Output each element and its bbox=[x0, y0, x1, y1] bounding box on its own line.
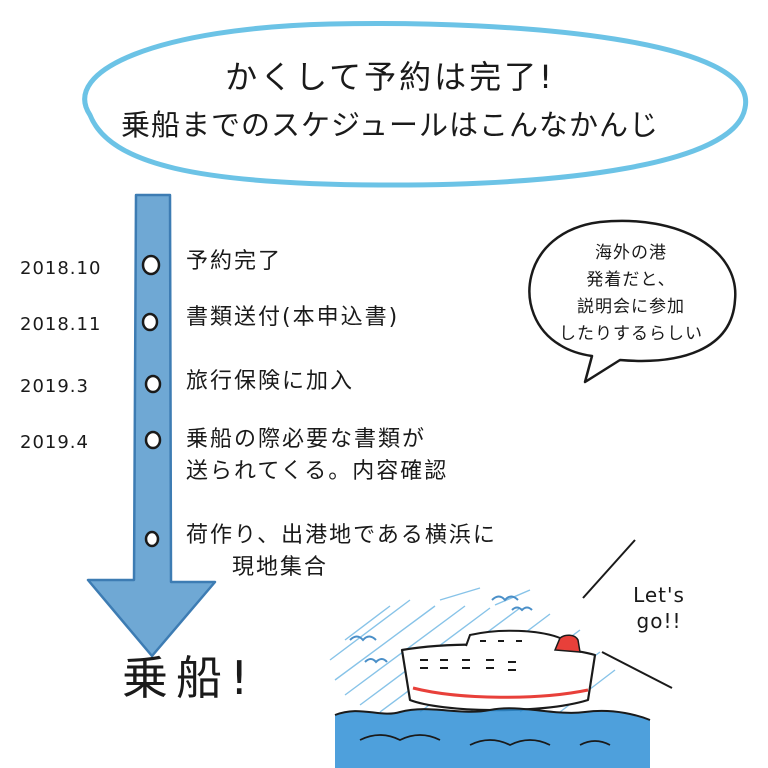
note-line: 説明会に参加 bbox=[546, 294, 716, 321]
timeline-date: 2019.3 bbox=[20, 376, 135, 397]
ship-hull bbox=[402, 645, 595, 711]
note-line: 海外の港 bbox=[546, 240, 716, 267]
timeline-event-text: 書類送付(本申込書) bbox=[186, 302, 399, 334]
timeline-node bbox=[143, 314, 157, 330]
note-bubble-text: 海外の港 発着だと、 説明会に参加 したりするらしい bbox=[546, 240, 716, 348]
timeline-event-text: 荷作り、出港地である横浜に bbox=[186, 520, 497, 552]
timeline-event-text: 送られてくる。内容確認 bbox=[186, 456, 448, 488]
boarding-label: 乗船! bbox=[122, 642, 256, 708]
ship-caption: Let's go!! bbox=[614, 582, 704, 634]
note-line: したりするらしい bbox=[546, 321, 716, 348]
seagull-icon bbox=[492, 597, 518, 601]
seagull-icon bbox=[350, 637, 376, 641]
sea-waves bbox=[335, 708, 650, 768]
timeline-event: 予約完了 bbox=[186, 246, 282, 278]
ship-caption-line: Let's bbox=[614, 582, 704, 608]
timeline-event-text: 乗船の際必要な書類が bbox=[186, 424, 448, 456]
timeline-node bbox=[146, 376, 160, 392]
title-line-1: かくして予約は完了! bbox=[60, 52, 720, 98]
timeline-date: 2018.11 bbox=[20, 314, 135, 335]
ship-caption-line: go!! bbox=[614, 608, 704, 634]
timeline-event-text: 予約完了 bbox=[186, 246, 282, 278]
timeline-event-text: 旅行保険に加入 bbox=[186, 366, 354, 398]
seagull-icon bbox=[512, 608, 532, 611]
timeline-date: 2019.4 bbox=[20, 432, 135, 453]
title-line-2: 乗船までのスケジュールはこんなかんじ bbox=[60, 102, 720, 144]
timeline-node bbox=[146, 432, 160, 448]
speech-line bbox=[602, 652, 672, 688]
timeline-node bbox=[146, 532, 158, 546]
timeline-event: 乗船の際必要な書類が 送られてくる。内容確認 bbox=[186, 424, 448, 488]
timeline-node bbox=[143, 256, 159, 274]
seagull-icon bbox=[365, 659, 387, 662]
timeline-event: 書類送付(本申込書) bbox=[186, 302, 399, 334]
timeline-date: 2018.10 bbox=[20, 258, 135, 279]
sea bbox=[335, 708, 650, 768]
timeline-event: 旅行保険に加入 bbox=[186, 366, 354, 398]
timeline-event-text: 現地集合 bbox=[186, 552, 497, 584]
timeline-event: 荷作り、出港地である横浜に 現地集合 bbox=[186, 520, 497, 584]
note-line: 発着だと、 bbox=[546, 267, 716, 294]
